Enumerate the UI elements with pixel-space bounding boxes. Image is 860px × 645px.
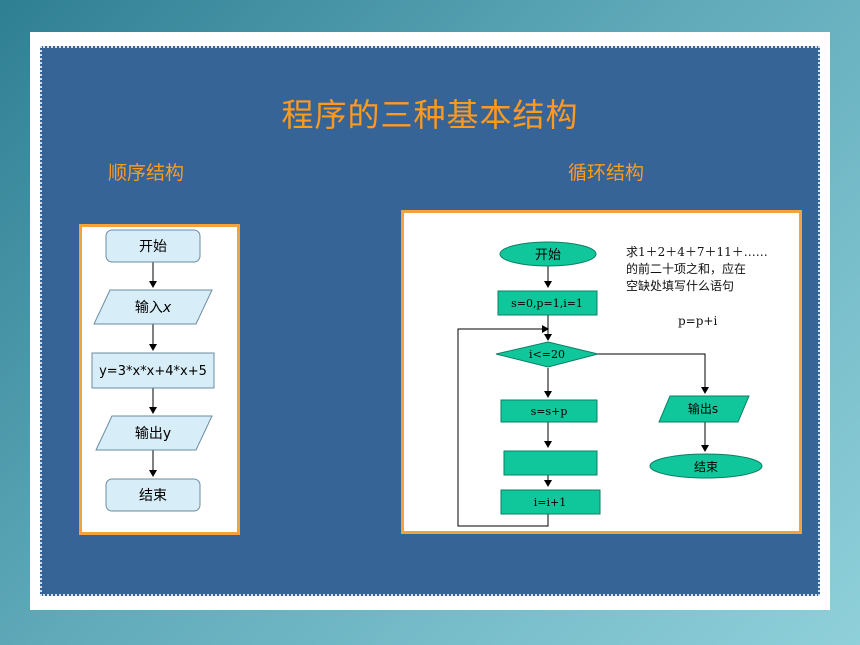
loop-answer-text: p=p+i xyxy=(678,314,718,328)
loop-start-text: 开始 xyxy=(535,248,561,263)
loop-question-line2: 的前二十项之和，应在 xyxy=(626,262,747,276)
slide-title: 程序的三种基本结构 xyxy=(281,96,579,134)
loop-init-node xyxy=(497,290,598,316)
seq-start-text: 开始 xyxy=(139,239,167,255)
loop-start-node xyxy=(499,241,597,267)
loop-condition-text: i<=20 xyxy=(529,348,565,361)
loop-init-text: s=0,p=1,i=1 xyxy=(511,297,583,310)
loop-condition-node xyxy=(495,341,599,368)
seq-compute-node xyxy=(91,352,215,389)
loop-question-line3: 空缺处填写什么语句 xyxy=(626,279,735,293)
loop-end-text: 结束 xyxy=(694,460,718,474)
loop-output-text: 输出s xyxy=(688,401,718,416)
loop-output-node xyxy=(658,395,750,423)
seq-input-node xyxy=(93,289,213,325)
loop-structure-label: 循环结构 xyxy=(568,162,645,184)
loop-exit-line xyxy=(598,353,709,394)
loop-question-line1: 求1＋2＋4＋7＋11＋…… xyxy=(626,245,768,259)
loop-flowchart-box xyxy=(401,210,802,534)
seq-end-text: 结束 xyxy=(139,488,167,504)
loop-update-node xyxy=(500,399,598,423)
seq-output-node xyxy=(95,415,213,451)
loop-back-line xyxy=(457,325,549,527)
loop-end-node xyxy=(649,453,763,479)
seq-output-text: 输出y xyxy=(135,426,171,442)
loop-update-text: s=s+p xyxy=(531,405,568,418)
seq-input-text: 输入x xyxy=(135,300,172,316)
seq-end-node xyxy=(105,478,201,512)
loop-blank-node xyxy=(503,450,598,476)
sequence-structure-label: 顺序结构 xyxy=(108,162,185,184)
loop-increment-node xyxy=(500,489,601,515)
seq-start-node xyxy=(105,229,201,263)
seq-compute-text: y=3*x*x+4*x+5 xyxy=(99,364,207,379)
loop-increment-text: i=i+1 xyxy=(534,496,566,509)
